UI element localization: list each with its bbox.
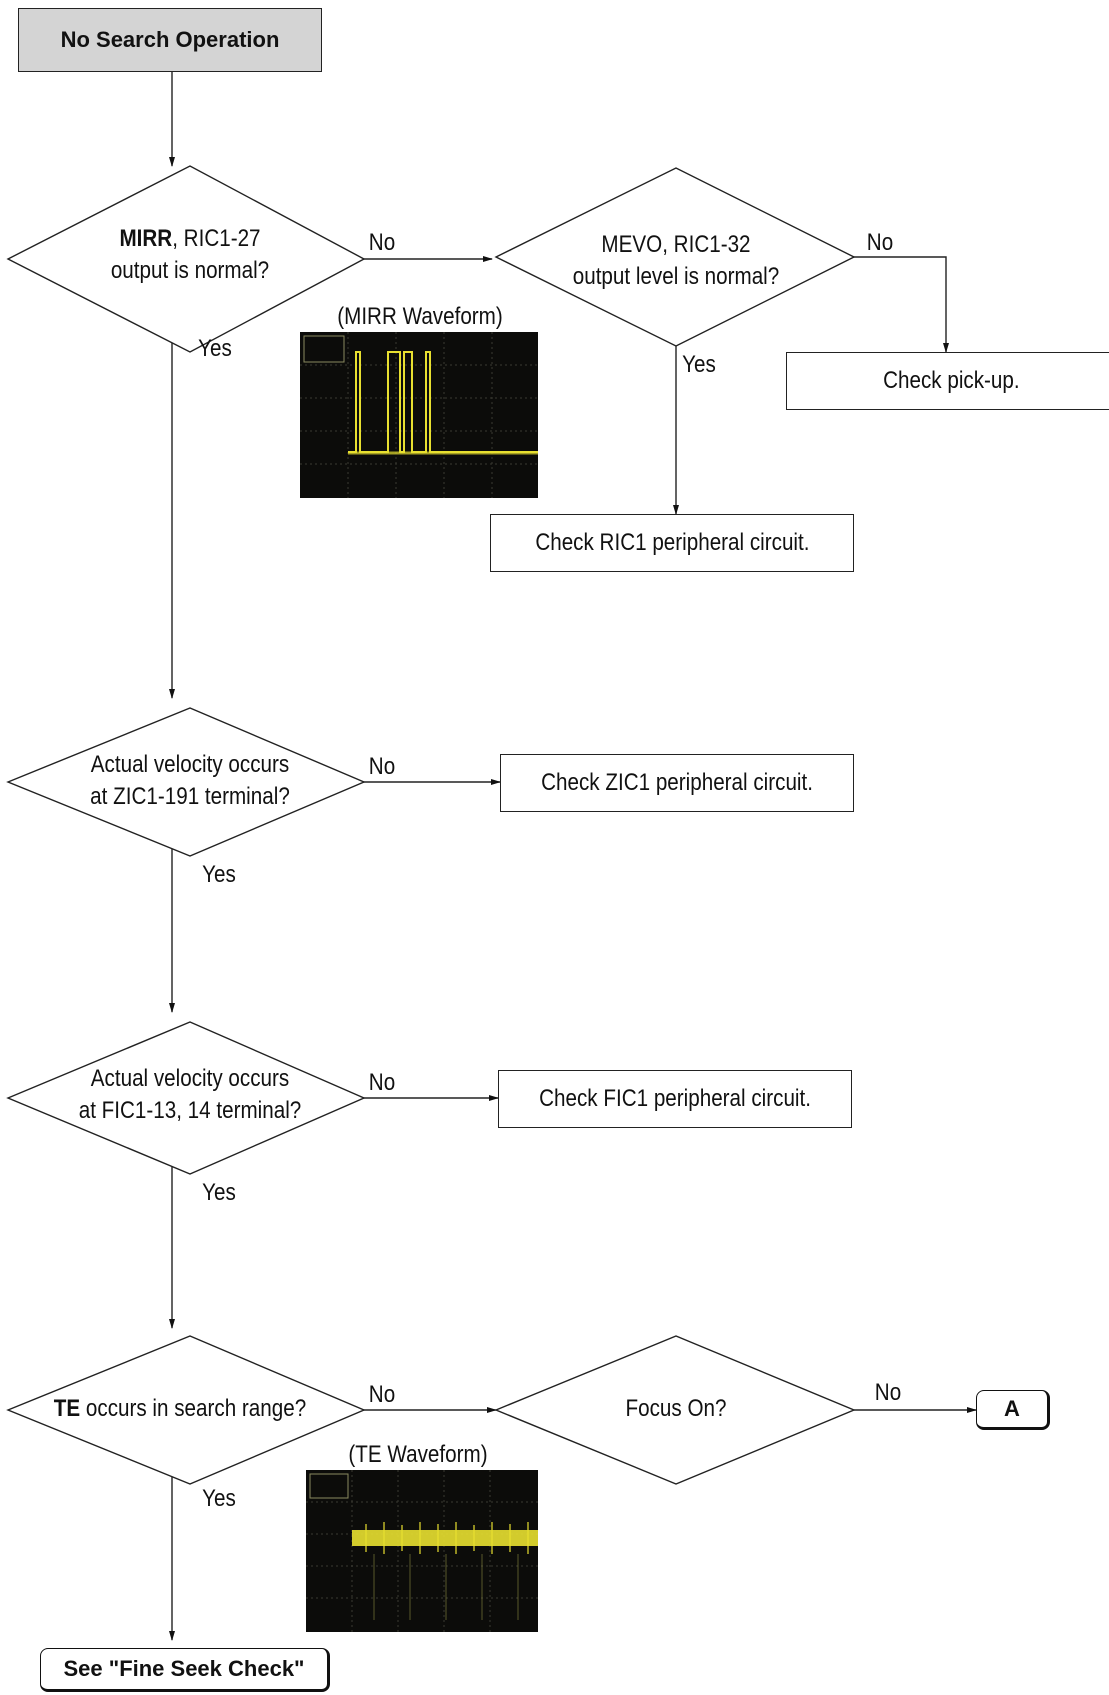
mirr-waveform-image: [300, 332, 538, 498]
start-label: No Search Operation: [60, 27, 280, 52]
decision-te-rest: occurs in search range?: [80, 1395, 307, 1422]
decision-mevo-line2: output level is normal?: [572, 263, 780, 290]
label-no-mirr: No: [368, 229, 396, 256]
label-yes-fic: Yes: [202, 1179, 236, 1206]
decision-te-text: TE occurs in search range?: [42, 1394, 317, 1423]
decision-te-bold: TE: [53, 1395, 81, 1422]
start-box: No Search Operation: [18, 8, 322, 72]
process-ric1: Check RIC1 peripheral circuit.: [490, 514, 854, 572]
process-ric1-label: Check RIC1 peripheral circuit.: [534, 529, 810, 556]
te-waveform-image: [306, 1470, 538, 1632]
label-no-te: No: [368, 1381, 396, 1408]
decision-zic-line2: at ZIC1-191 terminal?: [90, 783, 290, 810]
decision-mirr-shape: [6, 165, 366, 353]
connector-mevo-no: [850, 256, 949, 353]
process-fic1-label: Check FIC1 peripheral circuit.: [539, 1085, 811, 1112]
label-yes-mirr: Yes: [198, 335, 232, 362]
mirr-waveform-caption: (MIRR Waveform): [337, 303, 503, 330]
process-zic1-label: Check ZIC1 peripheral circuit.: [541, 769, 813, 796]
decision-te-shape: [6, 1335, 366, 1485]
decision-fic-line1: Actual velocity occurs: [90, 1065, 290, 1092]
decision-zic-shape: [6, 707, 366, 857]
te-waveform-caption: (TE Waveform): [348, 1441, 488, 1468]
label-no-zic: No: [368, 753, 396, 780]
process-fic1: Check FIC1 peripheral circuit.: [498, 1070, 852, 1128]
process-pickup: Check pick-up.: [786, 352, 1109, 410]
terminal-a-label: A: [1004, 1396, 1020, 1421]
decision-focus-shape: [494, 1335, 856, 1485]
label-no-mevo: No: [866, 229, 894, 256]
terminal-fine-seek-label: See "Fine Seek Check": [63, 1656, 305, 1681]
decision-fic-shape: [6, 1021, 366, 1175]
mirr-waveform-graphic: [300, 332, 538, 498]
terminal-a: A: [976, 1390, 1050, 1430]
te-waveform-graphic: [306, 1470, 538, 1632]
process-pickup-label: Check pick-up.: [883, 367, 1020, 394]
decision-focus-text: Focus On?: [625, 1395, 727, 1422]
decision-mirr-line1: MIRR, RIC1-27: [78, 224, 302, 253]
label-no-fic: No: [368, 1069, 396, 1096]
label-yes-te: Yes: [202, 1485, 236, 1512]
decision-zic-line1: Actual velocity occurs: [90, 751, 290, 778]
label-no-focus: No: [874, 1379, 902, 1406]
terminal-fine-seek: See "Fine Seek Check": [40, 1648, 330, 1692]
decision-mirr-rest: , RIC1-27: [172, 225, 261, 252]
label-yes-mevo: Yes: [682, 351, 716, 378]
decision-mirr-bold: MIRR: [119, 225, 173, 252]
process-zic1: Check ZIC1 peripheral circuit.: [500, 754, 854, 812]
label-yes-zic: Yes: [202, 861, 236, 888]
decision-fic-line2: at FIC1-13, 14 terminal?: [78, 1097, 302, 1124]
decision-mevo-line1: MEVO, RIC1-32: [601, 231, 751, 258]
decision-mirr-line2: output is normal?: [110, 257, 270, 284]
decision-mevo-shape: [494, 167, 856, 347]
